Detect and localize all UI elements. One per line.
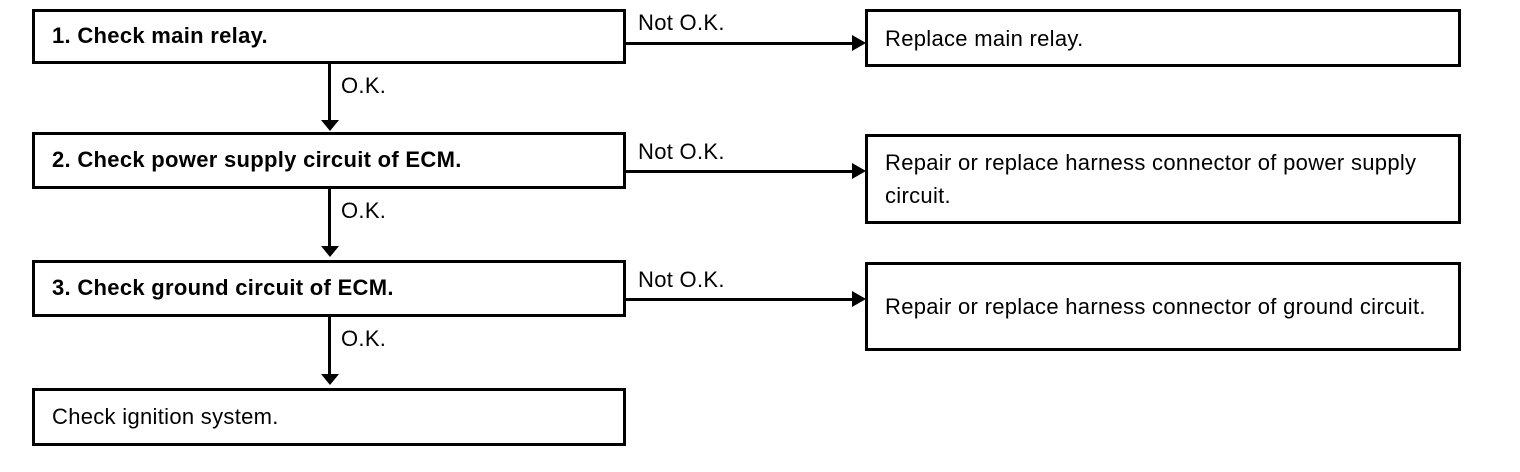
right-arrow-icon-1 bbox=[852, 35, 866, 51]
down-arrow-icon-2 bbox=[321, 246, 339, 257]
step-label-4: Check ignition system. bbox=[52, 403, 279, 429]
action-box-1: Replace main relay. bbox=[865, 9, 1461, 67]
ok-connector-line-3 bbox=[328, 317, 331, 374]
step-box-4: Check ignition system. bbox=[32, 388, 626, 446]
ok-label-1: O.K. bbox=[341, 73, 387, 98]
step-box-3: 3. Check ground circuit of ECM. bbox=[32, 260, 626, 317]
step-label-1: 1. Check main relay. bbox=[52, 23, 268, 48]
not-ok-label-2: Not O.K. bbox=[638, 139, 725, 164]
not-ok-connector-line-1 bbox=[625, 42, 852, 45]
down-arrow-icon-3 bbox=[321, 374, 339, 385]
not-ok-connector-line-3 bbox=[625, 298, 852, 301]
not-ok-label-3: Not O.K. bbox=[638, 267, 725, 292]
ok-label-3: O.K. bbox=[341, 326, 387, 351]
action-box-3: Repair or replace harness connector of g… bbox=[865, 262, 1461, 351]
right-arrow-icon-3 bbox=[852, 291, 866, 307]
right-arrow-icon-2 bbox=[852, 163, 866, 179]
down-arrow-icon-1 bbox=[321, 120, 339, 131]
ok-connector-line-2 bbox=[328, 189, 331, 246]
step-box-2: 2. Check power supply circuit of ECM. bbox=[32, 132, 626, 189]
ok-label-2: O.K. bbox=[341, 198, 387, 223]
not-ok-connector-line-2 bbox=[625, 170, 852, 173]
step-label-2: 2. Check power supply circuit of ECM. bbox=[52, 147, 462, 172]
not-ok-label-1: Not O.K. bbox=[638, 10, 725, 35]
ok-connector-line-1 bbox=[328, 62, 331, 120]
step-box-1: 1. Check main relay. bbox=[32, 9, 626, 64]
action-label-3: Repair or replace harness connector of g… bbox=[885, 294, 1426, 319]
step-label-3: 3. Check ground circuit of ECM. bbox=[52, 275, 394, 300]
action-label-1: Replace main relay. bbox=[885, 25, 1084, 51]
action-label-2: Repair or replace harness connector of p… bbox=[885, 150, 1417, 208]
action-box-2: Repair or replace harness connector of p… bbox=[865, 134, 1461, 224]
